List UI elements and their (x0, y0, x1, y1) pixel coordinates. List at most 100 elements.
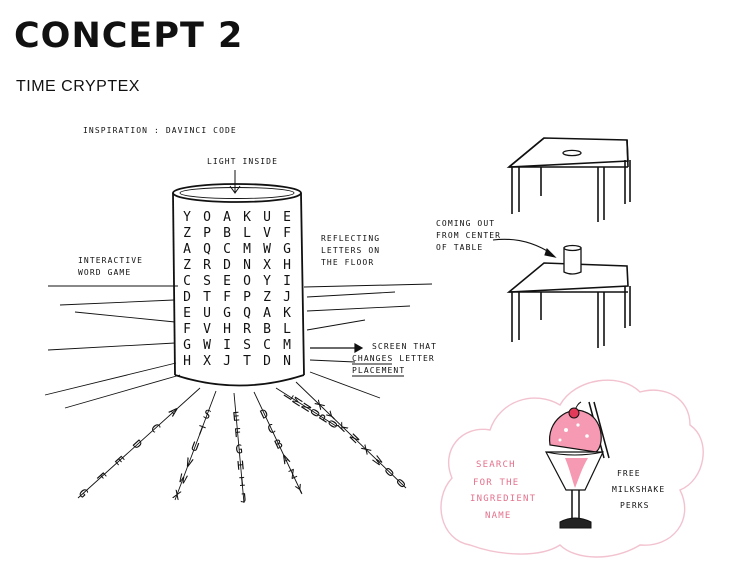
cryptex-letter: E (283, 210, 291, 225)
cryptex-letter: T (243, 354, 251, 369)
cryptex-letter: O (203, 210, 211, 225)
cryptex-letter: R (203, 258, 211, 273)
screen-arrow (310, 342, 364, 354)
light-beams (44, 291, 411, 409)
table-closed (506, 137, 631, 222)
cryptex-letter: A (263, 306, 271, 321)
cryptex-letter: Y (183, 210, 191, 225)
light-ray (174, 390, 217, 501)
light-inside-arrow (229, 170, 241, 194)
projected-letter: E (232, 409, 240, 424)
cryptex-letter: P (203, 226, 211, 241)
cryptex-letter: Q (203, 242, 211, 257)
light-ray (233, 392, 245, 504)
cryptex-letter: O (243, 274, 251, 289)
cryptex-letter: A (223, 210, 231, 225)
projected-letter: D (258, 406, 271, 422)
cryptex-letter: D (183, 290, 191, 305)
projected-letter: A (166, 404, 182, 419)
cryptex-letter: F (223, 290, 231, 305)
cryptex-letter: S (243, 338, 251, 353)
projected-letter: W (177, 471, 189, 487)
light-ray (77, 387, 201, 499)
cryptex-letter: H (223, 322, 231, 337)
cryptex-letter: M (243, 242, 251, 257)
cryptex-letter: E (223, 274, 231, 289)
projected-letter: C (265, 421, 278, 437)
cryptex-letter: V (263, 226, 271, 241)
free-note-line-2: MILKSHAKE (612, 485, 665, 494)
cryptex-letter: M (283, 338, 291, 353)
cryptex-letter: N (283, 354, 291, 369)
projected-letter: X (171, 487, 183, 503)
cryptex-letter: F (283, 226, 291, 241)
projected-letter: B (272, 436, 285, 452)
coming-out-note-line-3: OF TABLE (436, 243, 483, 252)
cryptex-letter: X (203, 354, 211, 369)
cryptex-letter: I (223, 338, 231, 353)
cryptex-letter: F (183, 322, 191, 337)
cryptex-letter: Y (263, 274, 271, 289)
projected-letter: T (195, 423, 207, 439)
light-inside-label: LIGHT INSIDE (207, 157, 278, 166)
cryptex-letter: K (283, 306, 291, 321)
page-subtitle: TIME CRYPTEX (16, 78, 140, 95)
free-note-line-1: FREE (617, 469, 641, 478)
cryptex-letter: G (223, 306, 231, 321)
cryptex-letter: X (263, 258, 271, 273)
projected-letter: S (201, 407, 213, 423)
cryptex-letter: B (263, 322, 271, 337)
cryptex-letter: L (283, 322, 291, 337)
cryptex-letter: G (183, 338, 191, 353)
coming-out-arrow (492, 238, 557, 258)
coming-out-note-line-2: FROM CENTER (436, 231, 501, 240)
inspiration-note: INSPIRATION : DAVINCI CODE (83, 126, 237, 135)
cryptex-letter: P (243, 290, 251, 305)
cryptex-letter: S (203, 274, 211, 289)
cryptex-letter: J (223, 354, 231, 369)
light-ray (253, 391, 303, 495)
cryptex-letter: Z (263, 290, 271, 305)
cryptex-letter: U (263, 210, 271, 225)
pink-cloud (440, 379, 704, 558)
cryptex-letter: Z (183, 258, 191, 273)
cryptex-letter: B (223, 226, 231, 241)
reflecting-note-line-3: THE FLOOR (321, 258, 374, 267)
projected-letter: A (279, 451, 292, 467)
cryptex-letter: R (243, 322, 251, 337)
cryptex-letter: H (283, 258, 291, 273)
cryptex-cylinder (172, 183, 305, 387)
cryptex-letter: H (183, 354, 191, 369)
cryptex-letter: Q (243, 306, 251, 321)
milkshake-icon (545, 401, 610, 529)
search-note-line-1: SEARCH (476, 460, 516, 470)
interactive-note-line-2: WORD GAME (78, 268, 131, 277)
projected-letter: H (236, 458, 244, 473)
cryptex-letter: W (263, 242, 271, 257)
cryptex-letter: E (183, 306, 191, 321)
projected-letter: Y (294, 481, 307, 497)
table-open (506, 262, 631, 348)
projected-letter: Z (287, 467, 300, 483)
screen-note-line-1: SCREEN THAT (372, 342, 437, 351)
cryptex-letter: L (243, 226, 251, 241)
projected-letter: V (183, 455, 195, 471)
cryptex-letter: V (203, 322, 211, 337)
cryptex-letter: G (283, 242, 291, 257)
floor-line (48, 283, 433, 288)
projected-letter: J (239, 491, 247, 506)
light-ray (295, 381, 407, 489)
cryptex-letter: N (243, 258, 251, 273)
cryptex-letter: T (203, 290, 211, 305)
projected-letter: F (233, 426, 241, 441)
cryptex-letter: D (263, 354, 271, 369)
cryptex-letter: I (283, 274, 291, 289)
projected-letter: G (235, 442, 243, 457)
cryptex-letter: C (223, 242, 231, 257)
screen-note-line-2: CHANGES LETTER (352, 354, 435, 363)
cryptex-letter: C (183, 274, 191, 289)
search-note-line-4: NAME (485, 511, 511, 521)
projected-letter: O (394, 476, 409, 491)
